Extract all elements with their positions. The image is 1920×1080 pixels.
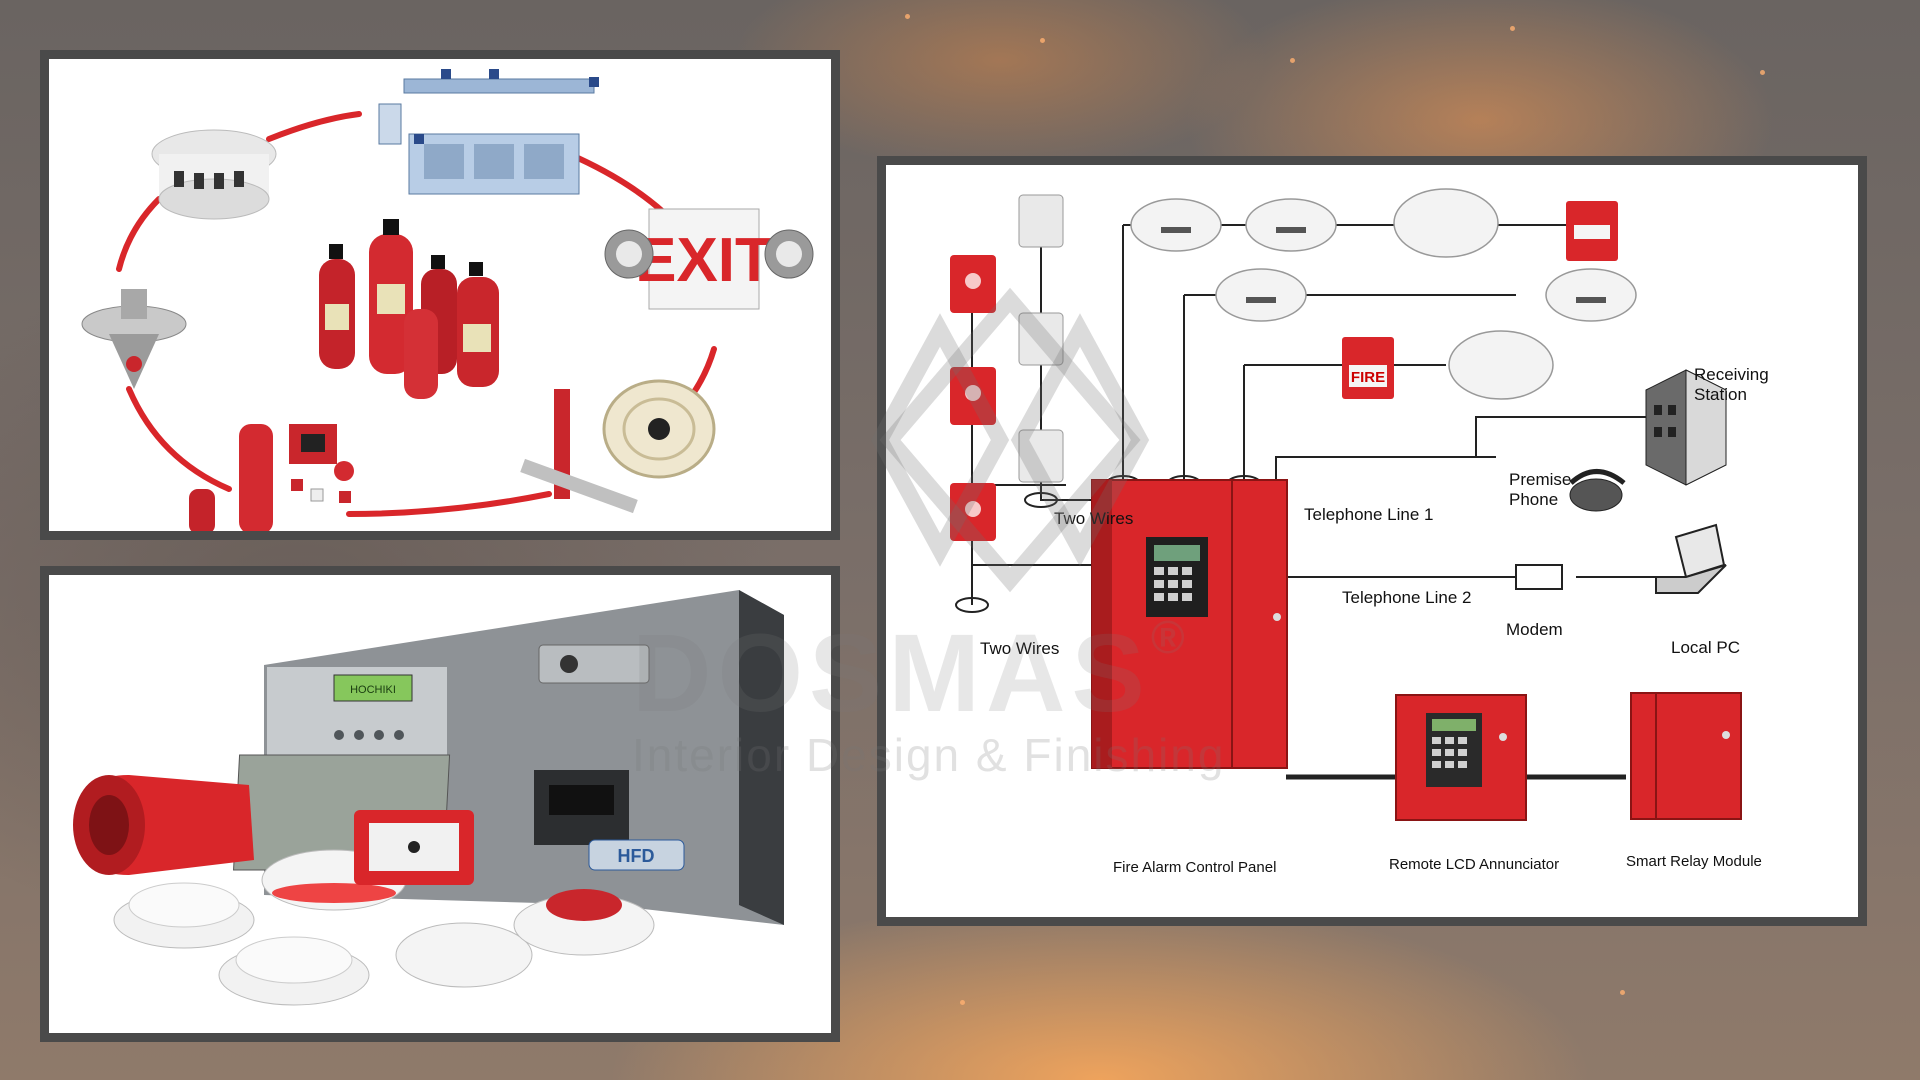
exit-sign-icon: EXIT <box>604 208 814 310</box>
brand-badge-text: HFD <box>618 846 655 866</box>
telephone-line-2-label: Telephone Line 2 <box>1342 588 1472 607</box>
two-wires-label-bottom: Two Wires <box>980 639 1060 658</box>
wiring-diagram: FIRE <box>950 188 1742 821</box>
smart-relay-module-label: Smart Relay Module <box>1626 853 1762 870</box>
fire-alarm-diagram-panel: FIRE <box>877 156 1867 926</box>
two-wires-label-top: Two Wires <box>1054 509 1134 528</box>
detector-vents <box>1161 227 1606 303</box>
laptop-icon <box>1655 523 1727 594</box>
receiving-station-icon <box>1645 369 1727 486</box>
product-group-illustration: HOCHIKI HFD <box>73 590 784 1006</box>
suppression-cylinders-icon <box>189 424 354 531</box>
horn-strobe-icon <box>950 255 996 541</box>
exit-sign-text: EXIT <box>635 226 773 295</box>
remote-lcd-annunciator-icon <box>1395 694 1527 821</box>
remote-lcd-annunciator-label: Remote LCD Annunciator <box>1389 856 1560 873</box>
sprinkler-head-icon <box>81 289 187 389</box>
pull-station-icon <box>1566 201 1618 261</box>
ember <box>1040 38 1045 43</box>
equipment-ring-panel: EXIT <box>40 50 840 540</box>
speaker-strobe-icon <box>1018 194 1064 483</box>
ember <box>1620 990 1625 995</box>
fire-pull-text: FIRE <box>1351 369 1385 386</box>
smoke-detector-icon <box>151 129 277 220</box>
modem-label: Modem <box>1506 620 1563 639</box>
telephone-icon <box>1569 469 1626 512</box>
fire-hose-reel-icon <box>520 379 716 514</box>
equipment-ring-illustration: EXIT <box>81 69 814 531</box>
ember <box>1760 70 1765 75</box>
ember <box>905 14 910 19</box>
kitchen-suppression-icon <box>378 69 599 195</box>
receiving-station-label: Receiving Station <box>1694 365 1769 404</box>
telephone-line-1-label: Telephone Line 1 <box>1304 505 1434 524</box>
product-group-panel: HOCHIKI HFD <box>40 566 840 1042</box>
fire-alarm-control-panel-icon <box>1091 479 1288 769</box>
local-pc-label: Local PC <box>1671 638 1740 657</box>
fire-pull-station-icon: FIRE <box>1342 337 1394 399</box>
panel-brand-text: HOCHIKI <box>350 684 396 696</box>
siren-horn-icon <box>73 775 254 875</box>
smart-relay-module-icon <box>1630 692 1742 820</box>
smoke-detector-icon <box>1130 188 1637 400</box>
fire-alarm-control-panel-label: Fire Alarm Control Panel <box>1113 859 1277 876</box>
ember <box>1290 58 1295 63</box>
manual-call-point-icon <box>354 810 474 885</box>
modem-icon <box>1515 564 1563 590</box>
fire-extinguishers-icon <box>319 219 499 399</box>
premise-phone-label: Premise Phone <box>1509 470 1572 509</box>
ember <box>960 1000 965 1005</box>
ember <box>1510 26 1515 31</box>
